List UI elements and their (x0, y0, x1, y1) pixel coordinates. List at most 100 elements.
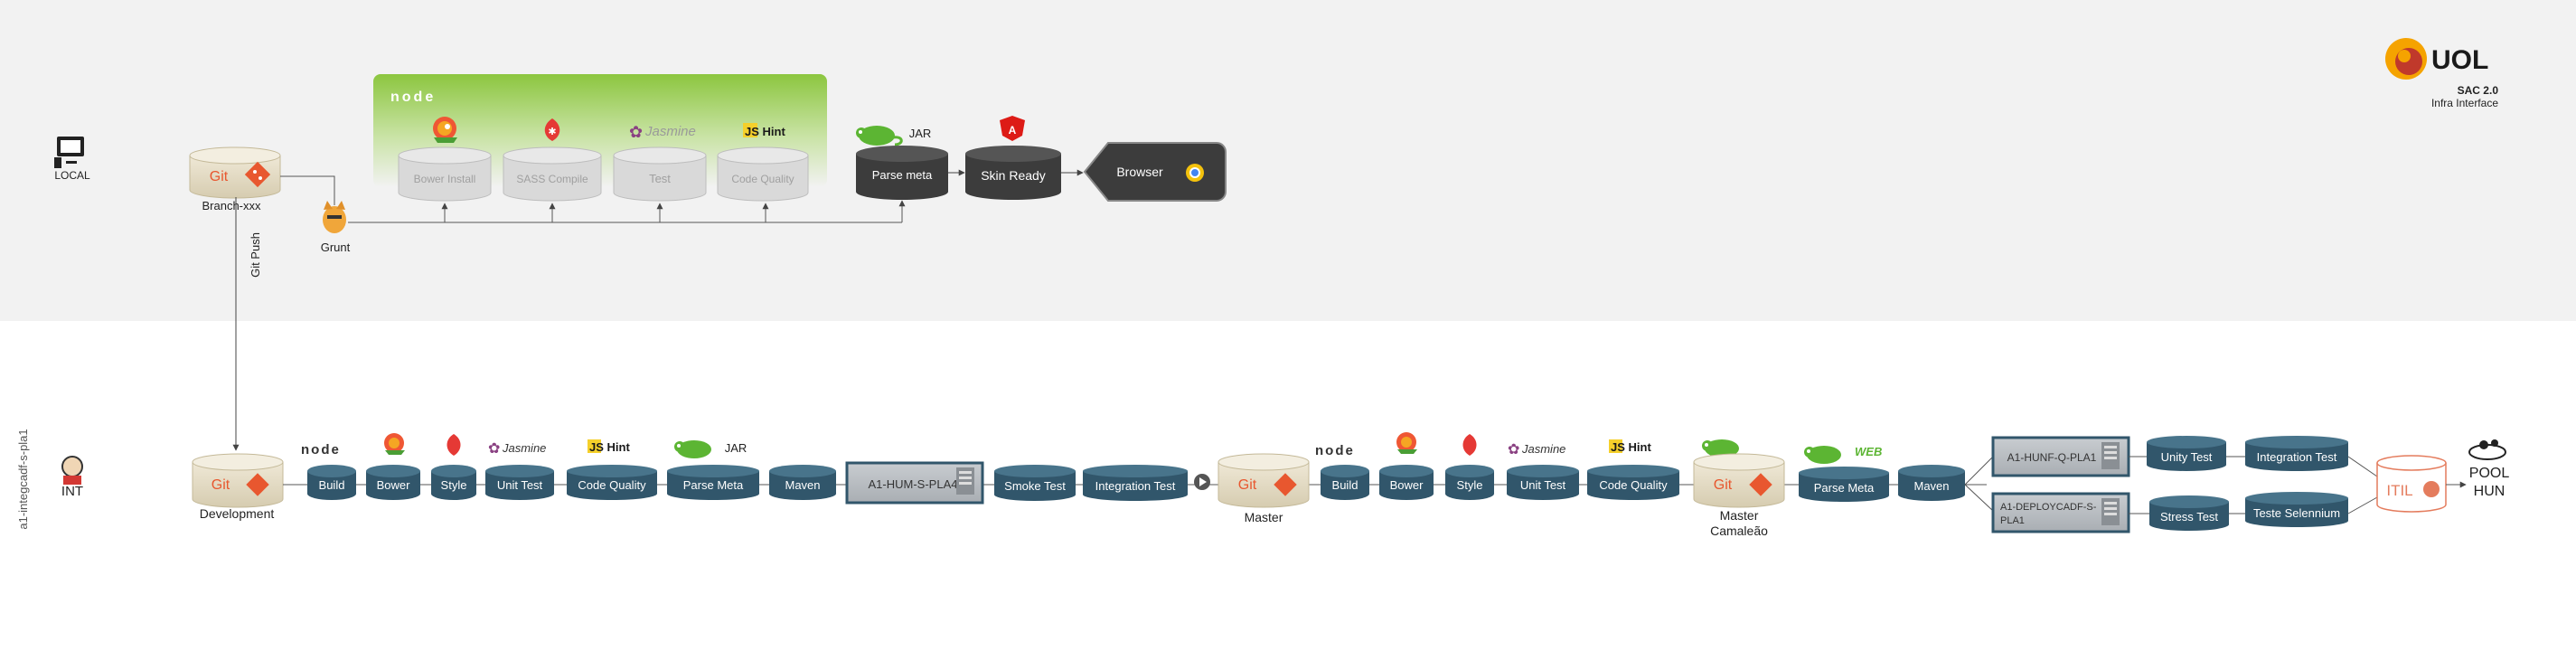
jenkins-icon (61, 456, 83, 485)
jar-label-int: JAR (725, 441, 747, 455)
node-logo-int: node (301, 442, 341, 458)
brand-line2: Infra Interface (2431, 97, 2498, 109)
pool-line1: POOL (2469, 466, 2510, 481)
int-stage-unit-test: Unit Test (485, 465, 554, 500)
local-tool-quality: Code Quality (717, 146, 809, 202)
pool-line2: HUN (2474, 484, 2505, 499)
itil-uol-icon (2423, 481, 2440, 497)
int-stage-code-quality-2: Code Quality (1587, 465, 1679, 500)
stage-label: Code Quality (578, 478, 646, 492)
stage-label: Unit Test (497, 478, 543, 492)
git-to-grunt-line (280, 175, 335, 205)
grunt-icon (323, 201, 346, 233)
test-stress: Stress Test (2149, 495, 2229, 531)
svg-text:A: A (1009, 124, 1017, 137)
test-label: Stress Test (2160, 510, 2218, 524)
test-selenium: Teste Selennium (2245, 492, 2348, 527)
local-tool-bower: Bower Install (398, 146, 492, 202)
sass-icon: ✱ (544, 118, 560, 141)
int-stage-unit-test-2: Unit Test (1507, 465, 1579, 500)
server-hum-s-pla4: A1-HUM-S-PLA4 (845, 461, 984, 505)
stage-label: Bower (377, 478, 411, 492)
test-label: Test (649, 172, 671, 185)
stage-label: Build (1332, 478, 1359, 492)
git-push-label: Git Push (249, 232, 262, 278)
server-label-line1: A1-DEPLOYCADF-S- (2000, 502, 2097, 513)
jshint-logo: JS Hint (745, 125, 785, 138)
node-logo: node (390, 90, 436, 105)
chameleon-web-icon (1804, 446, 1841, 464)
stage-label: Smoke Test (1004, 479, 1066, 493)
server-deploycadf-s-pla1: A1-DEPLOYCADF-S- PLA1 (1991, 492, 2130, 533)
jasmine-icon-int2: ✿Jasmine (1508, 442, 1565, 458)
server-rack-icon (956, 467, 974, 495)
jshint-icon-int2: JS Hint (1609, 439, 1651, 454)
jasmine-icon: ✿ Jasmine (629, 123, 696, 141)
browser-endpoint: Browser (1083, 142, 1227, 202)
server-rack-icon (2101, 442, 2120, 469)
jar-label: JAR (909, 127, 932, 140)
jshint-icon: JS Hint (743, 123, 785, 138)
local-tool-sass: SASS Compile (503, 146, 602, 202)
server-label-line2: PLA1 (2000, 515, 2025, 526)
stage-label: Parse Meta (683, 478, 744, 492)
jasmine-logo-int: Jasmine (502, 441, 546, 455)
node-logo-int2: node (1315, 443, 1355, 458)
jshint-logo-int2: JS Hint (1611, 440, 1651, 454)
itil-label: ITIL (2386, 482, 2412, 499)
stage-label: Integration Test (1095, 479, 1176, 493)
sass-icon-int2 (1462, 434, 1477, 456)
dev-git-icon (246, 473, 269, 496)
camaleao-git-label: Git (1714, 477, 1733, 493)
server-label: A1-HUNF-Q-PLA1 (2007, 451, 2097, 464)
local-tool-test: Test (613, 146, 707, 202)
test-integration: Integration Test (2245, 436, 2348, 471)
jasmine-icon-int: ✿Jasmine (488, 441, 546, 457)
play-icon (1194, 474, 1210, 490)
stage-label: Bower (1390, 478, 1424, 492)
branch-label: Branch-xxx (202, 199, 261, 212)
skin-ready-stage: Skin Ready (965, 146, 1061, 200)
stage-label: Style (441, 478, 467, 492)
master-label: Master (1245, 510, 1283, 524)
int-stage-style-2: Style (1445, 465, 1494, 500)
angular-icon: A (1000, 116, 1025, 141)
test-unity: Unity Test (2147, 436, 2226, 471)
uol-logo: UOL SAC 2.0 Infra Interface (2385, 38, 2498, 109)
master-camaleao-repo: Git (1693, 453, 1785, 508)
brand-line1: SAC 2.0 (2458, 84, 2499, 97)
stage-label: Unit Test (1520, 478, 1566, 492)
int-stage-maven: Maven (769, 465, 836, 500)
server-rack-icon (2101, 498, 2120, 525)
svg-text:✿: ✿ (1508, 442, 1519, 458)
dev-label: Development (200, 506, 275, 521)
git-label: Git (210, 169, 229, 184)
svg-text:✱: ✱ (548, 127, 556, 137)
int-stage-build: Build (307, 465, 356, 500)
skin-ready-label: Skin Ready (981, 168, 1046, 183)
master-cam-line2: Camaleão (1710, 524, 1768, 538)
chameleon-icon-int2 (1702, 439, 1739, 458)
browser-label: Browser (1116, 165, 1163, 179)
int-stage-build-2: Build (1321, 465, 1369, 500)
master-git-repo: Git (1217, 453, 1310, 508)
svg-text:✿: ✿ (629, 123, 643, 141)
itil-stage: ITIL (2376, 455, 2447, 513)
uol-logo-text: UOL (2431, 45, 2488, 75)
grunt-label: Grunt (321, 241, 351, 254)
int-label: INT (61, 484, 83, 499)
stage-label: Parse Meta (1814, 481, 1875, 495)
stage-label: Style (1457, 478, 1483, 492)
jshint-logo-int: JS Hint (589, 440, 630, 454)
server-label: A1-HUM-S-PLA4 (869, 477, 958, 491)
dev-git-repo: Git (192, 453, 284, 508)
chrome-icon (1186, 164, 1204, 182)
stage-label: Maven (785, 478, 820, 492)
sass-icon-int (447, 434, 461, 456)
bower-icon (433, 117, 457, 143)
stage-label: Maven (1913, 479, 1949, 493)
local-label: LOCAL (54, 169, 90, 182)
int-stage-smoke-test: Smoke Test (994, 465, 1076, 501)
int-stage-maven-2: Maven (1898, 465, 1965, 501)
